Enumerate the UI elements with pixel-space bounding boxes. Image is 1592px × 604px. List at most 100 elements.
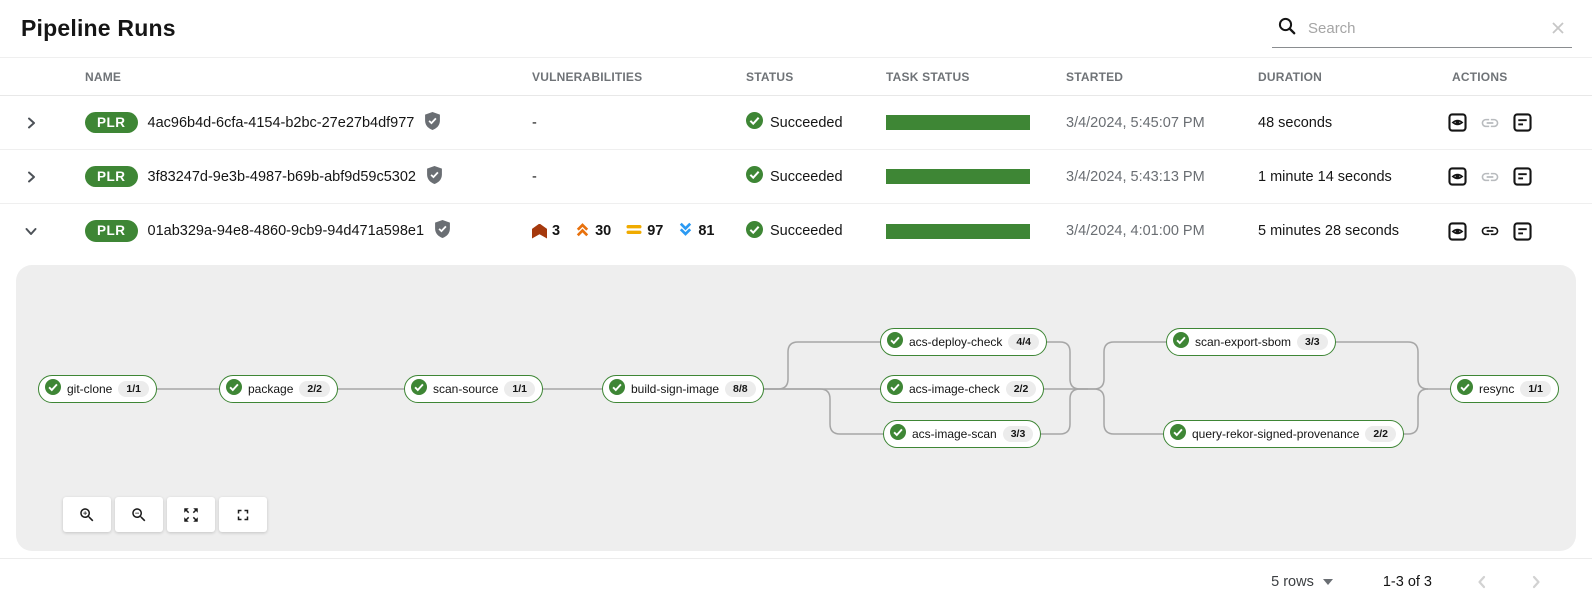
task-status-bar	[886, 169, 1030, 184]
vulnerabilities-summary: 3 30 97 81	[532, 222, 725, 241]
status-text: Succeeded	[770, 223, 843, 239]
zoom-in-button[interactable]	[63, 497, 111, 532]
task-node-acs-deploy-check[interactable]: acs-deploy-check 4/4	[880, 328, 1047, 356]
run-name: 4ac96b4d-6cfa-4154-b2bc-27e27b4df977	[147, 114, 415, 131]
status-success-icon	[746, 220, 763, 242]
header-actions: ACTIONS	[1452, 69, 1508, 84]
duration-text: 5 minutes 28 seconds	[1258, 223, 1400, 239]
task-count-badge: 2/2	[299, 380, 330, 398]
link-icon[interactable]	[1480, 167, 1500, 187]
severity-low-icon	[678, 222, 693, 241]
view-logs-icon[interactable]	[1513, 221, 1532, 241]
task-status-bar	[886, 115, 1030, 130]
task-label: resync	[1479, 382, 1515, 396]
signed-shield-icon	[424, 111, 441, 134]
zoom-out-button[interactable]	[115, 497, 163, 532]
task-node-resync[interactable]: resync 1/1	[1450, 375, 1559, 403]
task-node-package[interactable]: package 2/2	[219, 375, 338, 403]
search-box[interactable]	[1272, 10, 1572, 48]
search-input[interactable]	[1308, 19, 1548, 37]
header-started: STARTED	[1066, 69, 1124, 84]
task-count-badge: 1/1	[504, 380, 535, 398]
started-timestamp: 3/4/2024, 4:01:00 PM	[1066, 223, 1205, 239]
status-success-icon	[746, 112, 763, 133]
task-count-badge: 1/1	[1520, 380, 1551, 398]
pagination-footer: 5 rows 1-3 of 3	[0, 558, 1592, 604]
task-count-badge: 4/4	[1008, 333, 1039, 351]
view-logs-icon[interactable]	[1513, 113, 1532, 132]
header-task-status: TASK STATUS	[886, 69, 970, 84]
task-count-badge: 2/2	[1365, 425, 1397, 443]
started-timestamp: 3/4/2024, 5:45:07 PM	[1066, 114, 1205, 131]
search-icon	[1278, 17, 1296, 40]
task-success-icon	[1457, 378, 1473, 400]
view-output-icon[interactable]	[1448, 221, 1467, 241]
view-output-icon[interactable]	[1448, 167, 1467, 186]
plr-badge: PLR	[85, 111, 138, 134]
task-node-scan-export-sbom[interactable]: scan-export-sbom 3/3	[1166, 328, 1336, 356]
pipeline-run-row: PLR 4ac96b4d-6cfa-4154-b2bc-27e27b4df977…	[0, 96, 1592, 150]
fit-to-screen-button[interactable]	[167, 497, 215, 532]
signed-shield-icon	[434, 220, 451, 242]
severity-critical-icon	[532, 223, 547, 239]
link-icon[interactable]	[1480, 221, 1500, 241]
task-node-git-clone[interactable]: git-clone 1/1	[38, 375, 157, 403]
task-success-icon	[887, 331, 903, 353]
chevron-right-icon	[1532, 575, 1540, 588]
task-count-badge: 8/8	[725, 380, 756, 398]
search-clear-icon[interactable]	[1548, 18, 1568, 38]
page-title: Pipeline Runs	[21, 15, 176, 41]
task-label: acs-image-scan	[912, 427, 997, 441]
run-name: 01ab329a-94e8-4860-9cb9-94d471a598e1	[147, 223, 425, 239]
pipeline-run-row: PLR 01ab329a-94e8-4860-9cb9-94d471a598e1…	[0, 204, 1592, 258]
task-status-bar	[886, 223, 1030, 239]
task-label: scan-source	[433, 382, 499, 396]
task-success-icon	[887, 378, 903, 400]
expand-chevron-right-icon[interactable]	[20, 112, 42, 134]
reset-view-button[interactable]	[219, 497, 267, 532]
pipeline-graph-panel: git-clone 1/1 package 2/2 scan-source 1/…	[16, 265, 1576, 551]
severity-low-count: 81	[698, 223, 715, 239]
plr-badge: PLR	[85, 165, 138, 188]
status-text: Succeeded	[770, 168, 843, 185]
expand-chevron-right-icon[interactable]	[20, 166, 42, 188]
caret-down-icon	[1322, 578, 1333, 585]
task-node-acs-image-scan[interactable]: acs-image-scan 3/3	[883, 420, 1042, 448]
pipeline-run-row: PLR 3f83247d-9e3b-4987-b69b-abf9d59c5302…	[0, 150, 1592, 204]
duration-text: 1 minute 14 seconds	[1258, 168, 1392, 185]
view-output-icon[interactable]	[1448, 113, 1467, 132]
severity-medium-icon	[626, 222, 642, 240]
started-timestamp: 3/4/2024, 5:43:13 PM	[1066, 168, 1205, 185]
zoom-in-icon	[80, 507, 94, 521]
duration-text: 48 seconds	[1258, 114, 1333, 131]
previous-page-button[interactable]	[1470, 570, 1494, 594]
task-count-badge: 3/3	[1002, 425, 1034, 443]
task-success-icon	[890, 423, 906, 445]
collapse-chevron-down-icon[interactable]	[20, 220, 42, 242]
task-node-query-rekor-signed-provenance[interactable]: query-rekor-signed-provenance 2/2	[1163, 420, 1405, 448]
pipeline-graph-edges	[151, 341, 1456, 435]
task-success-icon	[1170, 423, 1186, 445]
topbar: Pipeline Runs	[0, 0, 1592, 57]
view-logs-icon[interactable]	[1513, 167, 1532, 186]
link-icon[interactable]	[1480, 113, 1500, 133]
severity-critical-count: 3	[552, 223, 561, 239]
rows-per-page-label: 5 rows	[1271, 573, 1314, 590]
task-label: scan-export-sbom	[1195, 335, 1292, 349]
plr-badge: PLR	[85, 220, 138, 242]
task-success-icon	[45, 378, 61, 400]
task-count-badge: 3/3	[1297, 333, 1328, 351]
header-status: STATUS	[746, 69, 794, 84]
severity-medium-count: 97	[647, 223, 664, 239]
pagination-range: 1-3 of 3	[1382, 573, 1432, 590]
signed-shield-icon	[426, 165, 443, 188]
task-node-scan-source[interactable]: scan-source 1/1	[404, 375, 543, 403]
task-node-build-sign-image[interactable]: build-sign-image 8/8	[602, 375, 764, 403]
zoom-out-icon	[132, 507, 146, 521]
task-label: query-rekor-signed-provenance	[1192, 427, 1360, 441]
task-node-acs-image-check[interactable]: acs-image-check 2/2	[880, 375, 1045, 403]
rows-per-page-select[interactable]: 5 rows	[1271, 574, 1333, 590]
header-vulnerabilities: VULNERABILITIES	[532, 69, 643, 84]
next-page-button[interactable]	[1524, 570, 1548, 594]
graph-controls	[63, 497, 267, 532]
